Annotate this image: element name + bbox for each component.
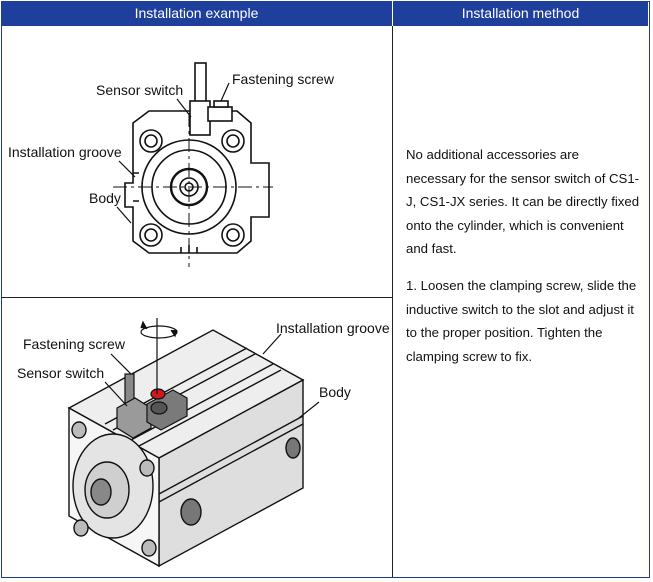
bottom-label-sensor-switch: Sensor switch — [17, 365, 104, 381]
top-label-installation-groove: Installation groove — [8, 144, 122, 160]
rotation-arrow-icon — [140, 318, 178, 394]
cylinder-iso-body — [67, 329, 305, 568]
header-installation-method: Installation method — [393, 1, 648, 26]
sensor-switch-shape — [189, 62, 233, 136]
method-paragraph-2: 1. Loosen the clamping screw, slide the … — [406, 277, 637, 364]
top-label-fastening-screw: Fastening screw — [232, 71, 335, 87]
installation-method-text: No additional accessories are necessary … — [406, 143, 641, 381]
bottom-label-fastening-screw: Fastening screw — [23, 336, 126, 352]
iso-sensor-switch — [116, 373, 188, 439]
bottom-label-body: Body — [319, 384, 351, 400]
row-divider — [1, 297, 392, 298]
top-label-body: Body — [89, 190, 121, 206]
top-label-sensor-switch: Sensor switch — [96, 82, 183, 98]
top-leaders — [116, 82, 230, 224]
isometric-view-diagram: Fastening screw Sensor switch Installati… — [17, 318, 390, 568]
bottom-leaders — [104, 333, 320, 419]
header-installation-example: Installation example — [1, 1, 393, 26]
front-view-diagram: Sensor switch Fastening screw Installati… — [8, 62, 335, 267]
column-divider — [392, 26, 393, 577]
method-paragraph-1: No additional accessories are necessary … — [406, 147, 640, 257]
bottom-label-installation-groove: Installation groove — [276, 320, 390, 336]
centre-lines — [113, 113, 273, 267]
